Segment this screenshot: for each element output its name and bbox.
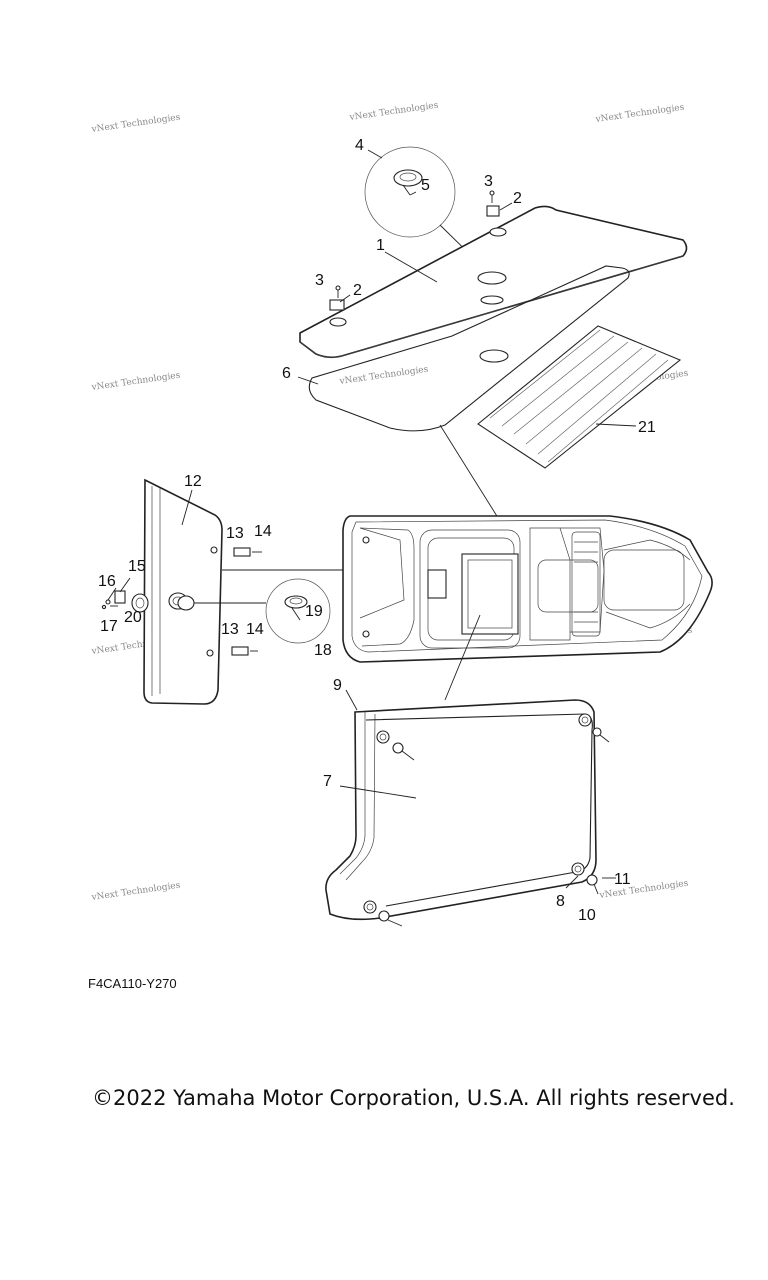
- latch-upper: [233, 547, 262, 557]
- callout-16: 16: [98, 573, 116, 590]
- leader-line: [595, 423, 637, 427]
- leader-line: [181, 489, 193, 526]
- leader-line: [107, 587, 117, 601]
- detail-circle-drain: [265, 578, 331, 644]
- drain-ring: [177, 595, 195, 611]
- callout-14: 14: [254, 523, 272, 540]
- copyright-notice: ©2022 Yamaha Motor Corporation, U.S.A. A…: [92, 1086, 735, 1110]
- callout-14: 14: [246, 621, 264, 638]
- leader-line: [444, 614, 481, 701]
- callout-11: 11: [614, 871, 631, 888]
- hinge-upper: [486, 190, 500, 217]
- watermark: vNext Technologies: [338, 365, 429, 388]
- callout-10: 10: [578, 907, 596, 924]
- callout-20: 20: [124, 609, 142, 626]
- leader-line: [119, 577, 131, 593]
- callout-13: 13: [221, 621, 239, 638]
- leader-line: [345, 689, 358, 711]
- transom-panel: [143, 478, 223, 705]
- watermark: vNext Technologies: [90, 371, 181, 394]
- callout-13: 13: [226, 525, 244, 542]
- callout-21: 21: [638, 419, 656, 436]
- callout-12: 12: [184, 473, 202, 490]
- leader-line: [339, 785, 417, 799]
- boat-hull: [342, 515, 713, 663]
- leader-line: [297, 376, 319, 385]
- drawing-code: F4CA110-Y270: [88, 976, 177, 991]
- callout-15: 15: [128, 558, 146, 575]
- callout-18: 18: [314, 642, 332, 659]
- gasket-seal: [308, 265, 630, 432]
- callout-7: 7: [323, 773, 332, 790]
- hatched-mat: [477, 325, 682, 469]
- callout-2: 2: [353, 282, 362, 299]
- callout-3: 3: [315, 272, 324, 289]
- leader-line: [384, 251, 438, 283]
- watermark: vNext Technologies: [90, 113, 181, 136]
- leader-line: [367, 149, 383, 159]
- callout-2: 2: [513, 190, 522, 207]
- leader-line: [499, 202, 513, 211]
- seat-cushion-top: [299, 205, 688, 363]
- small-parts-cluster: [101, 590, 149, 613]
- watermark: vNext Technologies: [594, 103, 685, 126]
- callout-3: 3: [484, 173, 493, 190]
- callout-6: 6: [282, 365, 291, 382]
- callout-5: 5: [421, 177, 430, 194]
- fastener-set: [378, 727, 610, 927]
- watermark: vNext Technologies: [598, 879, 689, 902]
- callout-4: 4: [355, 137, 364, 154]
- callout-1: 1: [376, 237, 385, 254]
- callout-8: 8: [556, 893, 565, 910]
- deck-panel: [325, 699, 597, 921]
- latch-lower: [231, 646, 258, 656]
- watermark: vNext Technologies: [90, 881, 181, 904]
- callout-17: 17: [100, 618, 118, 635]
- callout-19: 19: [305, 603, 323, 620]
- callout-9: 9: [333, 677, 342, 694]
- hinge-lower: [329, 285, 345, 311]
- watermark: vNext Technologies: [348, 101, 439, 124]
- leader-line: [565, 875, 579, 889]
- detail-circle-plug: [364, 146, 456, 238]
- leader-line: [339, 294, 351, 303]
- callout-labels: 1 2 2 3 3 4 5 6 7 8 9 10 11 12 13 14 13 …: [98, 137, 656, 924]
